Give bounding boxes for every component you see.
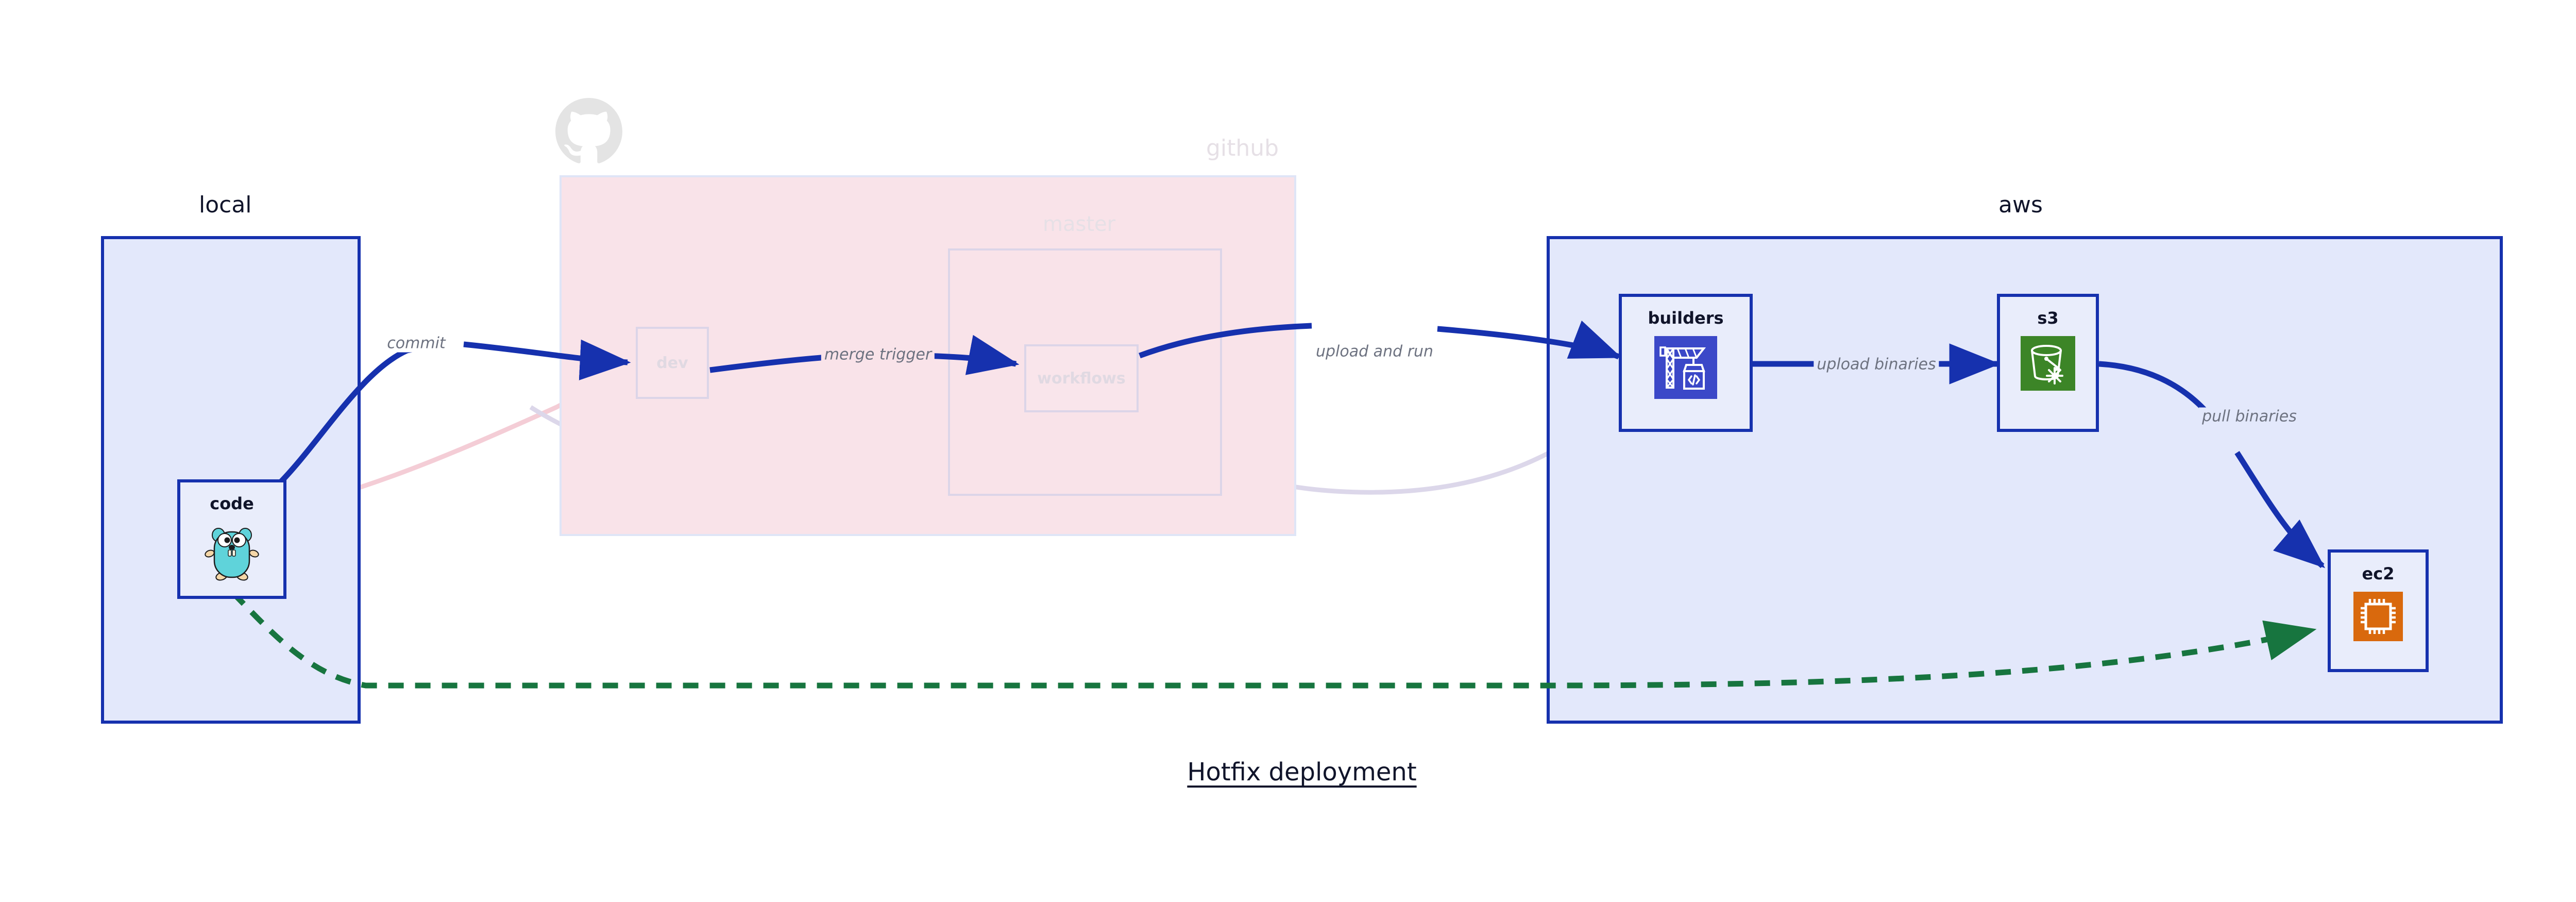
github-octocat-icon bbox=[555, 98, 622, 165]
cluster-label-github: github bbox=[1206, 135, 1279, 161]
edge-label-upload-and-run: upload and run bbox=[1312, 342, 1437, 361]
edge-label-commit: commit bbox=[384, 334, 449, 353]
edge-commit bbox=[276, 342, 434, 487]
edge-merge-trigger-b bbox=[921, 335, 1020, 375]
node-builders[interactable]: builders bbox=[1619, 294, 1753, 432]
cluster-master bbox=[948, 248, 1222, 496]
edge-hotfix-direct bbox=[231, 591, 2317, 689]
edge-upload-and-run-a bbox=[1139, 323, 1312, 359]
node-code[interactable]: code bbox=[177, 479, 286, 599]
edge-commit-b bbox=[463, 339, 631, 380]
node-code-label: code bbox=[210, 494, 254, 513]
edge-label-merge-trigger: merge trigger bbox=[821, 345, 935, 364]
edge-merge-trigger-a bbox=[709, 354, 835, 373]
cluster-label-master: master bbox=[1043, 212, 1116, 236]
cluster-label-local: local bbox=[199, 192, 252, 218]
node-builders-label: builders bbox=[1648, 308, 1724, 328]
node-ec2-label: ec2 bbox=[2362, 564, 2395, 583]
node-dev-label: dev bbox=[656, 354, 688, 372]
node-workflows[interactable]: workflows bbox=[1024, 344, 1139, 412]
edge-pull-binaries-b bbox=[2234, 451, 2326, 569]
node-workflows-label: workflows bbox=[1037, 369, 1126, 388]
edge-label-upload-binaries: upload binaries bbox=[1814, 355, 1939, 374]
diagram-title: Hotfix deployment bbox=[1187, 758, 1417, 787]
node-ec2[interactable]: ec2 bbox=[2328, 549, 2429, 672]
node-s3[interactable]: s3 bbox=[1997, 294, 2099, 432]
aws-s3-icon bbox=[2021, 336, 2075, 393]
go-gopher-icon bbox=[203, 522, 261, 586]
edge-pull-binaries-a bbox=[2098, 361, 2215, 421]
node-dev[interactable]: dev bbox=[636, 327, 709, 399]
node-s3-label: s3 bbox=[2037, 308, 2059, 328]
aws-builders-icon bbox=[1654, 336, 1717, 401]
edge-upload-and-run-b bbox=[1437, 320, 1622, 360]
aws-ec2-icon bbox=[2353, 592, 2403, 643]
edge-label-pull-binaries: pull binaries bbox=[2199, 407, 2300, 426]
cluster-label-aws: aws bbox=[1998, 192, 2043, 218]
